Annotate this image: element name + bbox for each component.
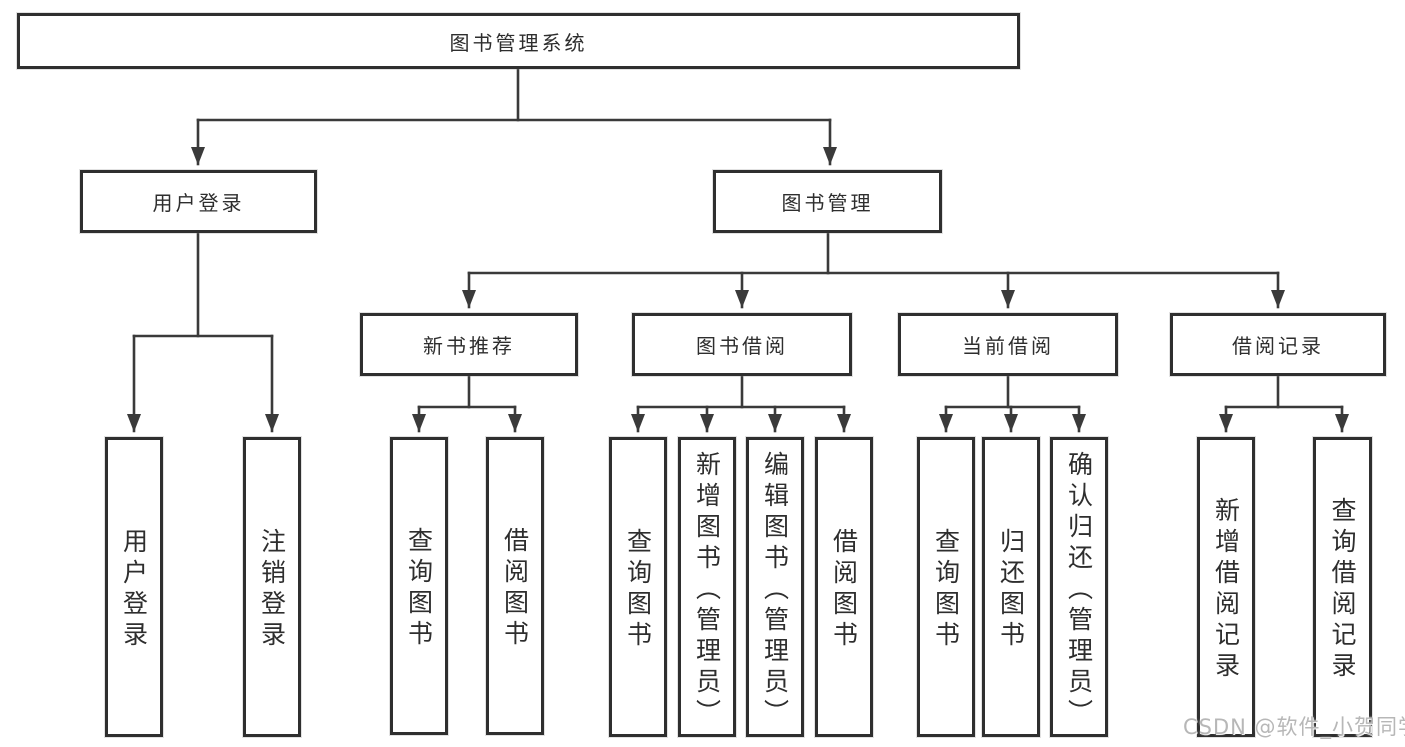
leaf-edit-book-admin: 编辑图书（管理员） [746, 437, 804, 737]
leaf-user-login: 用户登录 [105, 437, 163, 737]
leaf-edit-book-admin-label: 编辑图书（管理员） [760, 450, 790, 730]
node-user-login-module: 用户登录 [80, 170, 317, 233]
leaf-add-book-admin-label: 新增图书（管理员） [692, 450, 722, 730]
leaf-logout-login-label: 注销登录 [257, 528, 287, 652]
node-current-borrow: 当前借阅 [898, 313, 1118, 376]
leaf-logout-login: 注销登录 [243, 437, 301, 737]
csdn-watermark: CSDN @软件_小贺同学 [1183, 715, 1405, 739]
node-root-system: 图书管理系统 [17, 13, 1020, 69]
node-new-book-recommend: 新书推荐 [360, 313, 578, 376]
connector-current-borrow-branch [939, 374, 1086, 433]
leaf-query-book-recommend: 查询图书 [390, 437, 448, 735]
leaf-query-book-current-label: 查询图书 [931, 528, 961, 652]
leaf-confirm-return-admin: 确认归还（管理员） [1050, 437, 1108, 737]
leaf-query-book-borrow-label: 查询图书 [623, 528, 653, 652]
leaf-return-book: 归还图书 [982, 437, 1040, 737]
leaf-borrow-book-recommend: 借阅图书 [486, 437, 544, 735]
connector-book-mgmt-to-level3 [462, 231, 1285, 309]
leaf-add-book-admin: 新增图书（管理员） [678, 437, 736, 737]
node-book-management-module: 图书管理 [713, 170, 942, 233]
leaf-confirm-return-admin-label: 确认归还（管理员） [1064, 450, 1094, 730]
leaf-user-login-label: 用户登录 [119, 528, 149, 652]
node-book-borrow: 图书借阅 [632, 313, 852, 376]
leaf-query-borrow-record-label: 查询借阅记录 [1328, 497, 1357, 683]
leaf-borrow-book-label: 借阅图书 [829, 528, 859, 652]
connector-borrow-records-branch [1219, 374, 1349, 433]
connector-user-login-branch [127, 231, 279, 433]
leaf-add-borrow-record-label: 新增借阅记录 [1211, 497, 1241, 683]
connector-root-to-level2 [191, 67, 837, 166]
connector-new-book-branch [412, 374, 522, 433]
leaf-borrow-book: 借阅图书 [815, 437, 873, 737]
node-borrow-records: 借阅记录 [1170, 313, 1386, 376]
connector-book-borrow-branch [631, 374, 851, 433]
leaf-query-borrow-record: 查询借阅记录 [1313, 437, 1372, 737]
leaf-add-borrow-record: 新增借阅记录 [1197, 437, 1255, 737]
leaf-query-book-borrow: 查询图书 [609, 437, 667, 737]
leaf-query-book-recommend-label: 查询图书 [404, 527, 434, 651]
leaf-query-book-current: 查询图书 [917, 437, 975, 737]
leaf-return-book-label: 归还图书 [996, 528, 1026, 652]
leaf-borrow-book-recommend-label: 借阅图书 [500, 527, 530, 651]
